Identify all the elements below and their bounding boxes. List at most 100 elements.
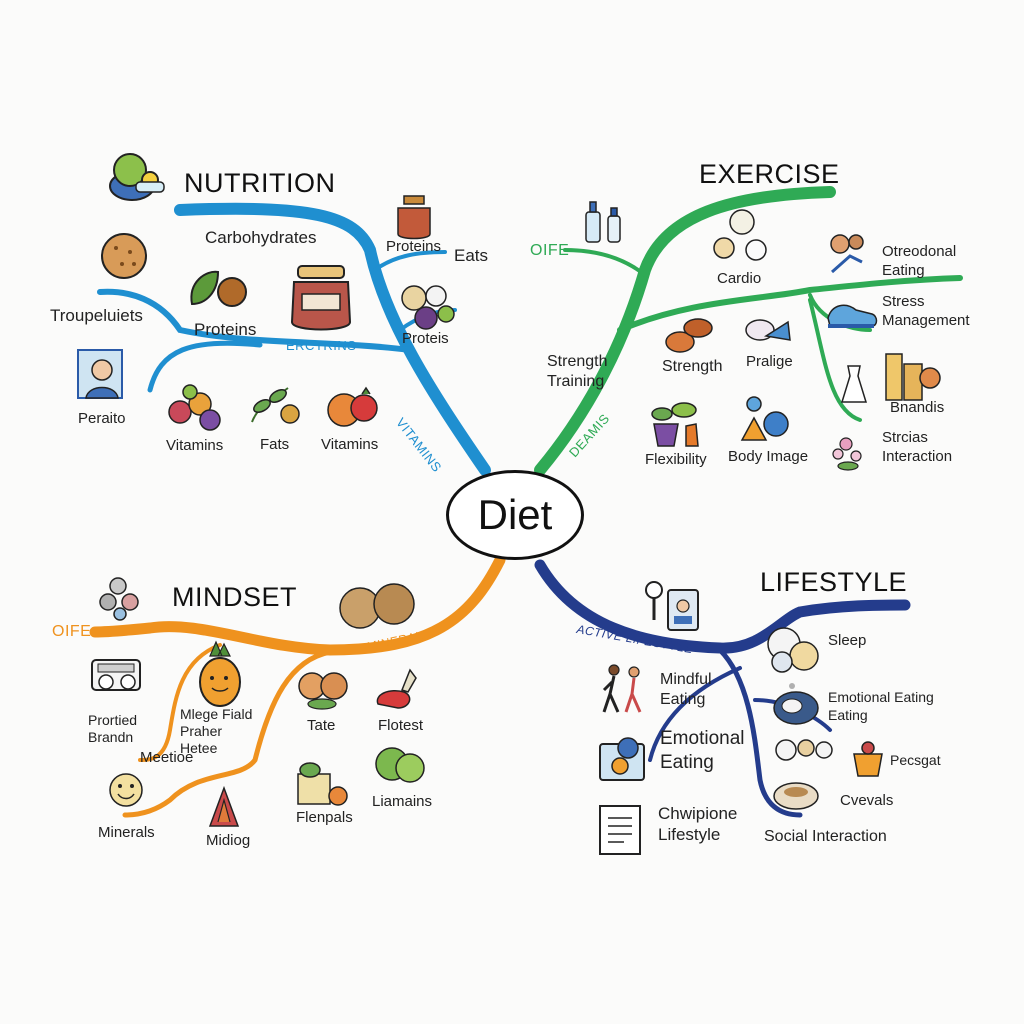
dress-figure-icon <box>840 365 868 403</box>
mindset-branch-mid <box>138 643 222 762</box>
mindset-heading: MINDSET <box>172 582 297 612</box>
mindset-item-prortied-brandn: Prortied Brandn <box>88 712 138 745</box>
lifestyle-item-social-interaction: Social Interaction <box>764 828 887 845</box>
exercise-item-stress-management: Stress Management <box>882 293 970 329</box>
mindset-tag: OIFE <box>52 623 92 640</box>
exercise-branch-oife <box>563 248 647 277</box>
notebook-icon <box>599 805 641 855</box>
leaf-and-nut-icon <box>190 270 247 307</box>
exercise-item-strcias-interaction: Strcias Interaction <box>882 429 953 465</box>
mixed-foods-icon <box>401 285 455 330</box>
honey-jar-icon <box>397 195 431 240</box>
sneaker-icon <box>827 304 878 328</box>
lettuce-icon <box>375 747 425 783</box>
lifestyle-main-branch <box>534 559 911 654</box>
magnifier-icon <box>645 581 663 620</box>
lifestyle-item-emotional-eating-right: Emotional Eating Eating <box>828 689 934 723</box>
lifestyle-item-pecsgat: Pecsgat <box>890 752 941 768</box>
nutrition-item-proteins: Proteins <box>194 320 257 339</box>
tomato-orange-icon <box>327 386 378 427</box>
mindset-item-flotest: Flotest <box>378 717 424 734</box>
radio-device-icon <box>91 659 141 691</box>
mindset-item-liamains: Liamains <box>372 793 433 810</box>
nutrition-item-vitamins-left: Vitamins <box>166 437 224 454</box>
cookie-icon <box>101 233 147 279</box>
lifestyle-item-chwipione-lifestyle: Chwipione Lifestyle <box>658 804 738 845</box>
nutrition-item-proteins-top: Proteins <box>386 238 442 255</box>
nutrition-branch-label-1: ERCTRINS <box>286 338 357 353</box>
nutrition-heading: NUTRITION <box>184 168 336 198</box>
lifestyle-branch-left <box>648 666 742 762</box>
center-node: Diet <box>446 470 584 560</box>
body-image-icon <box>740 396 789 441</box>
lifestyle-item-mindful-eating: Mindful Eating <box>660 671 712 708</box>
exercise-item-otreodonal-eating: Otreodonal Eating <box>882 243 957 279</box>
herbs-icon <box>251 387 300 424</box>
carrot-bunch-icon <box>208 785 240 827</box>
smiley-icon <box>109 773 143 807</box>
nutrition-item-troupeluiets: Troupeluiets <box>50 306 143 325</box>
radish-icon <box>376 668 417 709</box>
bottles-icon <box>885 353 941 401</box>
lifestyle-item-emotional-eating: Emotional Eating <box>660 728 745 773</box>
salad-bowl-icon <box>109 153 165 201</box>
mindset-item-tate: Tate <box>307 717 336 734</box>
pineapple-icon <box>199 640 241 707</box>
nutrition-main-branch <box>174 202 491 476</box>
mindset-main-branch <box>89 554 506 656</box>
exercise-item-strength-training: Strength Training <box>547 353 608 390</box>
nutrition-item-peraito: Peraito <box>78 410 126 427</box>
bowl-icon <box>773 782 819 810</box>
exercise-item-strength: Strength <box>662 358 723 375</box>
pot-icon <box>853 741 883 777</box>
nutrition-item-eats: Eats <box>454 246 489 265</box>
jar-icon <box>290 265 352 331</box>
mindset-item-flenpals: Flenpals <box>296 809 353 826</box>
exercise-item-pralige: Pralige <box>746 353 793 370</box>
potatoes-icon <box>298 672 348 710</box>
shells-icon <box>745 319 791 341</box>
stones-icon <box>99 577 139 621</box>
drops-icon <box>773 683 819 725</box>
pillows-icon <box>767 627 819 673</box>
cardio-icon <box>713 209 767 261</box>
mindset-item-mlege-fiald: Mlege Fiald Praher Hetee <box>180 706 253 756</box>
exercise-item-body-image: Body Image <box>728 448 809 465</box>
mindset-item-meetioe: Meetioe <box>140 749 194 766</box>
nutrition-item-carbohydrates: Carbohydrates <box>205 228 317 247</box>
drinks-icon <box>830 234 864 274</box>
flower-icon <box>832 437 862 471</box>
center-label: Diet <box>477 491 553 538</box>
exercise-item-bnandis: Bnandis <box>890 399 945 416</box>
nutrition-item-proteis: Proteis <box>402 330 449 347</box>
vegetable-box-icon <box>297 762 348 806</box>
id-card-icon <box>667 589 699 631</box>
mindset-item-minerals: Minerals <box>98 824 155 841</box>
person-portrait-icon <box>77 349 123 399</box>
nutrition-branch-eats <box>373 250 447 272</box>
beans-icon <box>665 318 713 353</box>
lifestyle-item-sleep: Sleep <box>828 632 867 649</box>
exercise-main-branch <box>534 186 836 476</box>
mindset-branches <box>89 554 506 818</box>
exercise-heading: EXERCISE <box>699 159 840 189</box>
lifestyle-heading: LIFESTYLE <box>760 567 908 597</box>
nutrition-branch-proteins <box>97 288 413 353</box>
exercise-branch-right <box>617 275 963 333</box>
lifestyle-item-cvevals: Cvevals <box>840 792 894 809</box>
potted-plant-icon <box>651 402 699 447</box>
meal-tray-icon <box>599 737 645 781</box>
spray-bottles-icon <box>585 201 621 243</box>
exercise-item-flexibility: Flexibility <box>645 451 707 468</box>
nutrition-item-fats: Fats <box>260 436 290 453</box>
plates-icon <box>775 739 833 761</box>
exercise-item-cardio: Cardio <box>717 270 762 287</box>
mindset-branch-lower <box>122 649 333 818</box>
nutrition-branches <box>97 202 491 476</box>
exercise-tag: OIFE <box>530 242 570 259</box>
fruits-icon <box>168 384 221 431</box>
mindset-item-midiog: Midiog <box>206 832 251 849</box>
nutrition-item-vitamins-right: Vitamins <box>321 436 379 453</box>
